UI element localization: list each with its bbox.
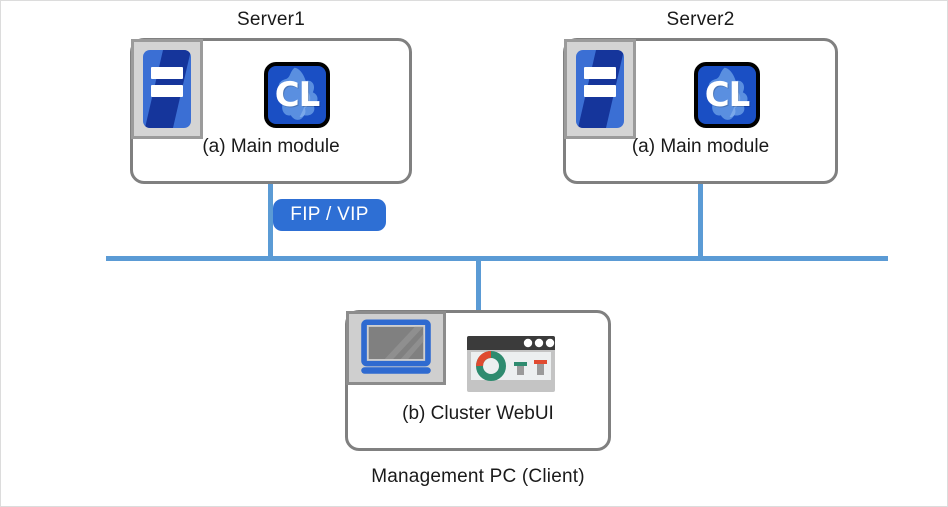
laptop-icon (346, 311, 446, 385)
server1-module-label: (a) Main module (202, 136, 340, 157)
server-tower-slot-1 (150, 67, 184, 79)
management-pc-label: Management PC (Client) (371, 466, 585, 487)
server1-network-link (268, 184, 273, 258)
donut-chart-glyph (476, 350, 506, 381)
server2-box: CL (a) Main module (563, 38, 838, 184)
server-tower-slot-2 (583, 85, 617, 97)
cl-logo-text: CL (274, 75, 321, 115)
cl-logo-splash (707, 67, 748, 120)
server-tower-body (143, 50, 191, 128)
cluster-webui-label: (b) Cluster WebUI (402, 403, 554, 424)
cluster-webui-browser-icon (466, 335, 556, 393)
cl-logo-text: CL (704, 75, 751, 115)
server-tower-icon (131, 39, 203, 139)
network-backbone-line (106, 256, 888, 261)
cl-logo-icon: CL (264, 62, 330, 128)
server2-module-label: (a) Main module (631, 136, 770, 157)
management-pc-box: (b) Cluster WebUI (345, 310, 611, 451)
status-bars-glyph (514, 360, 547, 375)
management-pc-network-link (476, 258, 481, 312)
cl-logo-splash (277, 67, 318, 120)
server-tower-icon (564, 39, 636, 139)
browser-window-glyph (467, 336, 555, 392)
server1-title: Server1 (237, 9, 305, 30)
server-tower-slot-1 (583, 67, 617, 79)
server1-box: CL (a) Main module (130, 38, 412, 184)
fip-vip-badge: FIP / VIP (273, 199, 386, 231)
server2-title: Server2 (666, 9, 735, 30)
laptop-icon-glyph (361, 319, 431, 374)
server2-network-link (698, 184, 703, 258)
server-tower-body (576, 50, 624, 128)
cl-logo-icon: CL (694, 62, 760, 128)
server-tower-slot-2 (150, 85, 184, 97)
